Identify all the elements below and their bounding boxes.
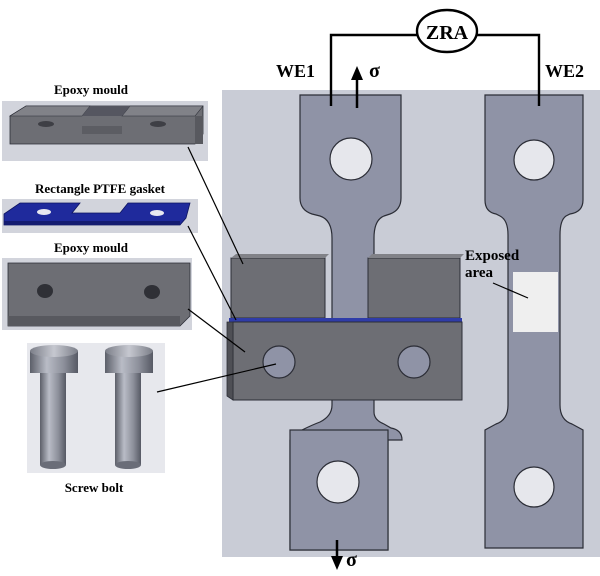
we1-label: WE1 bbox=[276, 61, 315, 81]
leader-epoxy-mould-bottom bbox=[187, 308, 246, 353]
leader-ptfe-gasket bbox=[187, 225, 237, 321]
specimen-we1 bbox=[289, 94, 403, 551]
zra-circuit: ZRA bbox=[329, 8, 541, 106]
we2-hole-top bbox=[513, 139, 555, 181]
leader-screw-bolt bbox=[156, 363, 277, 393]
stress-label-top: σ bbox=[369, 60, 380, 82]
exposed-area-label-line1: Exposed bbox=[465, 248, 520, 264]
screw-bolt-right bbox=[105, 345, 153, 469]
exposed-area-region bbox=[513, 272, 558, 332]
front-mould-side bbox=[226, 321, 234, 401]
part-label-epoxy-mould-bottom: Epoxy mould bbox=[54, 240, 129, 255]
we2-label: WE2 bbox=[545, 61, 584, 81]
leader-epoxy-mould-top bbox=[187, 146, 244, 265]
part-label-screw-bolt: Screw bolt bbox=[65, 480, 124, 495]
exposed-area-leader bbox=[492, 282, 529, 299]
exposed-area-label-line2: area bbox=[465, 265, 494, 281]
part-label-ptfe-gasket: Rectangle PTFE gasket bbox=[35, 181, 166, 196]
front-mould-hole-right bbox=[397, 345, 431, 379]
assembled-gasket-edge bbox=[229, 318, 462, 322]
assembled-mould bbox=[226, 254, 464, 401]
we1-hole-bottom bbox=[316, 460, 360, 504]
stress-arrow-bottom bbox=[331, 540, 343, 570]
stress-arrow-top bbox=[351, 66, 363, 108]
back-mould-left bbox=[230, 257, 326, 319]
back-mould-top-right bbox=[368, 254, 464, 258]
wire-right bbox=[477, 33, 541, 106]
front-mould-hole-left bbox=[262, 345, 296, 379]
we2-hole-bottom bbox=[513, 466, 555, 508]
back-mould-top-left bbox=[231, 254, 329, 258]
screw-bolt-left bbox=[30, 345, 78, 469]
ptfe-gasket-illustration bbox=[3, 202, 191, 226]
specimen-we2 bbox=[484, 94, 584, 549]
back-mould-right bbox=[367, 257, 461, 319]
epoxy-mould-bottom-illustration bbox=[7, 262, 191, 327]
zra-meter-circle bbox=[415, 8, 479, 54]
zra-label: ZRA bbox=[426, 22, 469, 44]
part-label-epoxy-mould-top: Epoxy mould bbox=[54, 82, 129, 97]
stress-label-bottom: σ bbox=[346, 549, 357, 571]
we1-hole-top bbox=[329, 137, 373, 181]
wire-left bbox=[329, 33, 417, 106]
epoxy-mould-top-illustration bbox=[8, 105, 204, 145]
